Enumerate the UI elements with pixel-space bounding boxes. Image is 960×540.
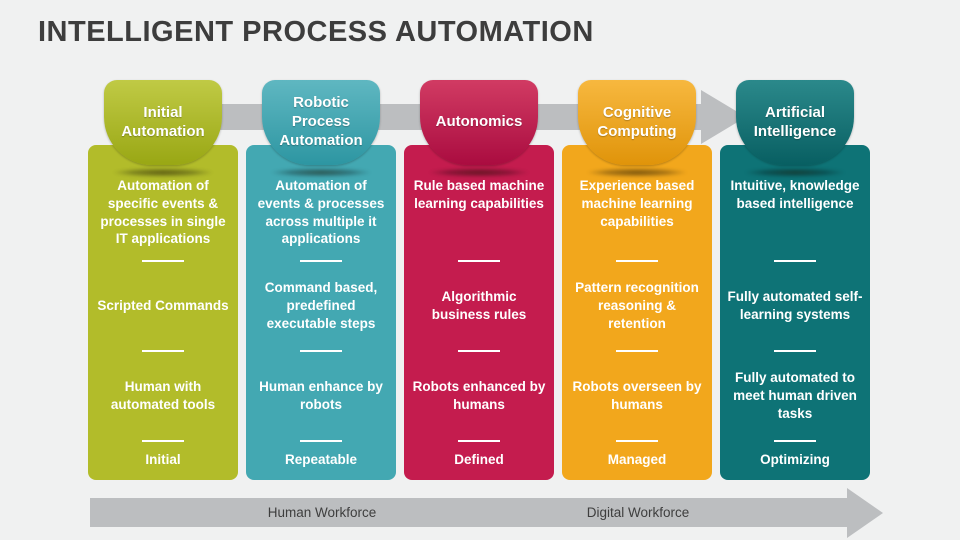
- column-autonomics: Rule based machine learning capabilities…: [404, 80, 554, 480]
- stage-item: Command based, predefined executable ste…: [264, 280, 378, 331]
- divider: [458, 440, 500, 442]
- stage-header-label: Cognitive Computing: [597, 103, 677, 140]
- tab-shadow: [271, 168, 371, 177]
- divider: [458, 260, 500, 262]
- stage-maturity-label: Repeatable: [284, 451, 358, 467]
- stage-item: Robots enhanced by humans: [412, 379, 546, 412]
- stage-item: Rule based machine learning capabilities: [413, 178, 545, 211]
- stage-item: Experience based machine learning capabi…: [579, 178, 695, 229]
- stage-maturity-label: Optimizing: [760, 451, 830, 467]
- stage-item: Human enhance by robots: [259, 379, 383, 412]
- column-initial-automation: Automation of specific events & processe…: [88, 80, 238, 480]
- stage-header-tab: Artificial Intelligence: [736, 80, 854, 165]
- stage-maturity-label: Defined: [454, 451, 504, 467]
- stage-header-label: Artificial Intelligence: [753, 103, 837, 140]
- workforce-arrow-band: [90, 498, 847, 527]
- tab-shadow: [745, 168, 845, 177]
- stage-item: Fully automated self-learning systems: [727, 289, 863, 322]
- column-cognitive-computing: Experience based machine learning capabi…: [562, 80, 712, 480]
- divider: [774, 260, 816, 262]
- stage-item: Algorithmic business rules: [431, 289, 527, 322]
- stage-header-tab: Initial Automation: [104, 80, 222, 165]
- stage-header-tab: Autonomics: [420, 80, 538, 165]
- human-workforce-label: Human Workforce: [267, 505, 377, 520]
- stage-item: Automation of events & processes across …: [257, 178, 385, 247]
- stage-item: Fully automated to meet human driven tas…: [733, 370, 857, 421]
- divider: [774, 350, 816, 352]
- tab-shadow: [113, 168, 213, 177]
- divider: [300, 260, 342, 262]
- stage-item: Human with automated tools: [110, 379, 216, 412]
- divider: [142, 260, 184, 262]
- divider: [458, 350, 500, 352]
- stage-maturity-label: Initial: [145, 451, 181, 467]
- stage-item: Robots overseen by humans: [572, 379, 702, 412]
- divider: [774, 440, 816, 442]
- divider: [142, 440, 184, 442]
- divider: [300, 440, 342, 442]
- stage-header-tab: Cognitive Computing: [578, 80, 696, 165]
- stage-maturity-label: Managed: [607, 451, 667, 467]
- stage-card: Automation of events & processes across …: [246, 145, 396, 480]
- tab-shadow: [429, 168, 529, 177]
- divider: [616, 440, 658, 442]
- stage-header-label: Robotic Process Automation: [279, 94, 363, 149]
- stage-item: Intuitive, knowledge based intelligence: [730, 178, 860, 211]
- stage-card: Rule based machine learning capabilities…: [404, 145, 554, 480]
- stage-item: Automation of specific events & processe…: [100, 178, 226, 247]
- column-artificial-intelligence: Intuitive, knowledge based intelligence …: [720, 80, 870, 480]
- stage-columns: Automation of specific events & processe…: [88, 80, 870, 480]
- column-robotic-process-automation: Automation of events & processes across …: [246, 80, 396, 480]
- stage-card: Experience based machine learning capabi…: [562, 145, 712, 480]
- page-title: INTELLIGENT PROCESS AUTOMATION: [38, 16, 594, 48]
- stage-header-label: Initial Automation: [121, 103, 205, 140]
- divider: [616, 350, 658, 352]
- stage-card: Intuitive, knowledge based intelligence …: [720, 145, 870, 480]
- stage-item: Scripted Commands: [97, 298, 229, 314]
- stage-item: Pattern recognition reasoning & retentio…: [575, 280, 699, 331]
- divider: [616, 260, 658, 262]
- stage-header-tab: Robotic Process Automation: [262, 80, 380, 165]
- workforce-arrow-head-icon: [847, 488, 883, 538]
- divider: [142, 350, 184, 352]
- tab-shadow: [587, 168, 687, 177]
- divider: [300, 350, 342, 352]
- digital-workforce-label: Digital Workforce: [586, 505, 690, 520]
- stage-card: Automation of specific events & processe…: [88, 145, 238, 480]
- stage-header-label: Autonomics: [435, 113, 523, 131]
